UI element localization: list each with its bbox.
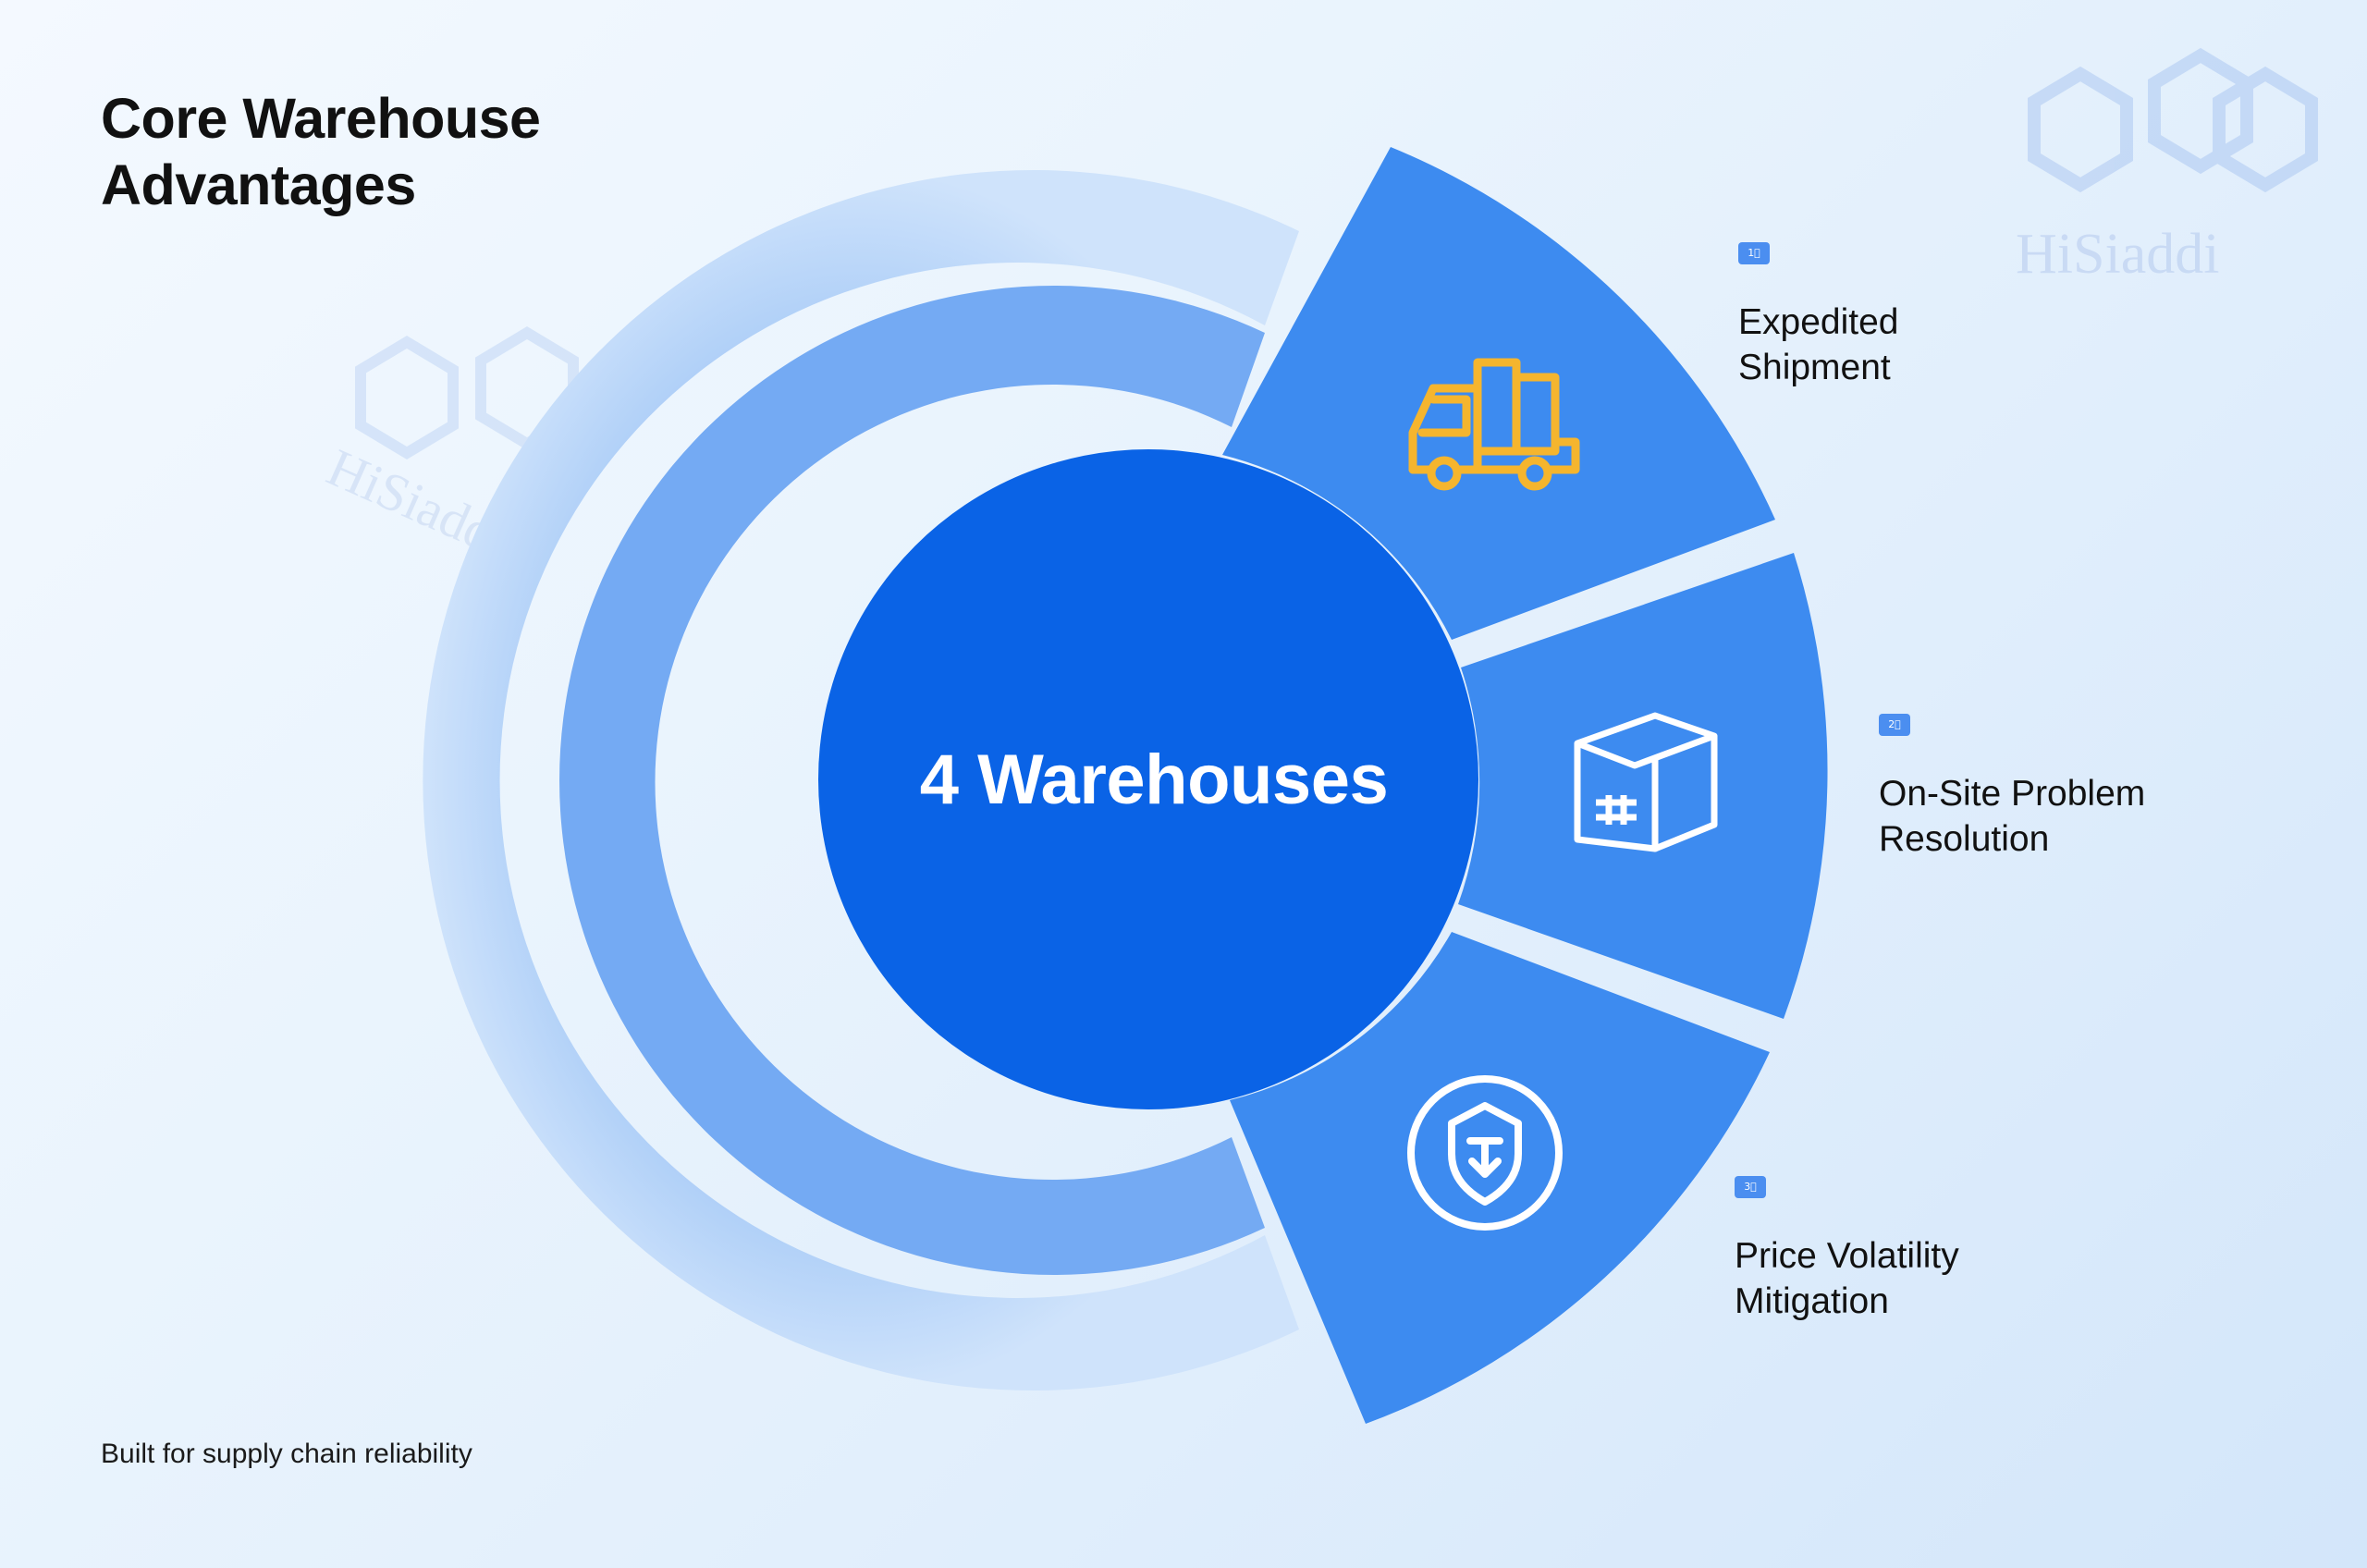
center-label: 4 Warehouses [919, 741, 1389, 819]
feature-expedited-shipment: 1⃣ Expedited Shipment [1738, 242, 1898, 390]
feature-label-line-2: Shipment [1738, 348, 1891, 387]
truck-icon [1408, 358, 1580, 491]
feature-on-site-resolution: 2⃣ On-Site Problem Resolution [1879, 714, 2145, 862]
title-line-1: Core Warehouse [101, 87, 541, 150]
feature-label: Expedited Shipment [1738, 300, 1898, 390]
segment-expedited-shipment[interactable] [1222, 147, 1775, 640]
feature-label-line-1: On-Site Problem [1879, 774, 2146, 814]
inner-ring [559, 286, 1265, 1276]
feature-number-badge: 2⃣ [1879, 714, 1910, 736]
feature-price-volatility: 3⃣ Price Volatility Mitigation [1735, 1176, 1959, 1324]
footer-note: Built for supply chain reliability [101, 1439, 472, 1469]
feature-label: Price Volatility Mitigation [1735, 1233, 1959, 1324]
watermark-logo-top-right [2028, 47, 2318, 193]
segment-price-volatility[interactable] [1230, 932, 1770, 1424]
feature-number-badge: 3⃣ [1735, 1176, 1766, 1198]
feature-number-badge: 1⃣ [1738, 242, 1770, 264]
feature-label-line-2: Resolution [1879, 819, 2050, 859]
shield-icon [1407, 1075, 1563, 1231]
feature-label-line-1: Expedited [1738, 302, 1899, 342]
page-title: Core Warehouse Advantages [101, 85, 541, 218]
box-icon [1574, 712, 1718, 852]
watermark-text-top-right: HiSiaddi [2016, 223, 2219, 286]
feature-label: On-Site Problem Resolution [1879, 771, 2145, 862]
feature-label-line-2: Mitigation [1735, 1281, 1889, 1321]
feature-label-line-1: Price Volatility [1735, 1236, 1959, 1276]
center-circle [818, 449, 1478, 1109]
title-line-2: Advantages [101, 153, 416, 216]
segment-on-site-resolution[interactable] [1458, 553, 1828, 1019]
